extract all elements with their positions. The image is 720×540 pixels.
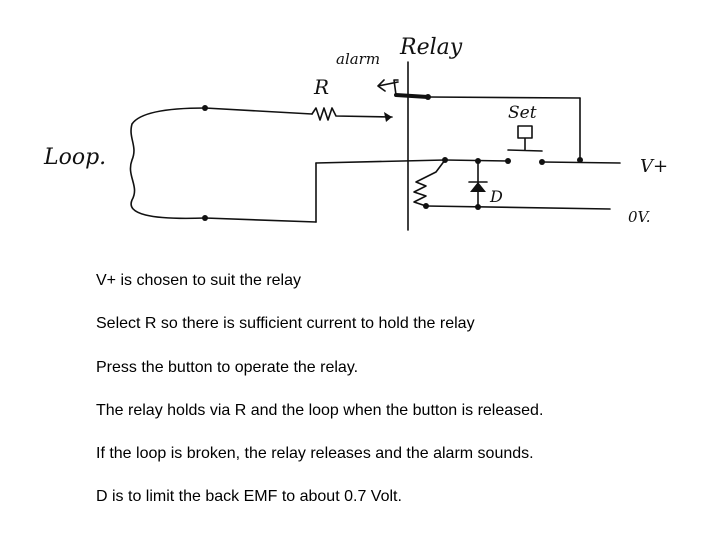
loop-label: Loop.: [43, 145, 106, 170]
diode-triangle: [470, 182, 486, 192]
alarm-label: alarm: [336, 50, 380, 68]
diode-bottom-junction: [475, 204, 481, 210]
relay-circuit-diagram: Relay alarm R Set Loop. D V+ 0V.: [43, 35, 668, 231]
note-loop-broken: If the loop is broken, the relay release…: [96, 445, 534, 463]
loop-top-wire: [204, 107, 313, 115]
vplus-label: V+: [640, 156, 668, 177]
set-button-label: Set: [508, 103, 537, 123]
zerov-rail: [425, 205, 611, 210]
explanation-notes: V+ is chosen to suit the relay Select R …: [96, 270, 696, 530]
loop-bottom-terminal: [202, 215, 208, 221]
coil-top-wire: [315, 159, 446, 164]
button-right-terminal: [539, 159, 545, 165]
loop-top-terminal: [202, 105, 208, 111]
note-press-button: Press the button to operate the relay.: [96, 358, 359, 376]
note-vplus: V+ is chosen to suit the relay: [96, 272, 301, 289]
resistor-symbol: [311, 107, 393, 121]
note-select-r: Select R so there is sufficient current …: [96, 315, 475, 333]
set-push-button: [507, 125, 543, 152]
relay-coil: [413, 159, 446, 207]
right-column-junction: [577, 157, 583, 163]
relay-contact-wire: [427, 96, 581, 99]
loop-bottom-wire: [204, 217, 317, 223]
note-relay-holds: The relay holds via R and the loop when …: [96, 401, 544, 419]
relay-label: Relay: [399, 35, 463, 60]
relay-contact-armature: [394, 93, 430, 99]
relay-contact-terminal: [425, 94, 431, 100]
loop-wire: [129, 107, 206, 220]
resistor-arrow: [384, 112, 392, 122]
diode-label: D: [489, 187, 503, 206]
note-diode: D is to limit the back EMF to about 0.7 …: [96, 488, 402, 506]
relay-contact-arm: [393, 79, 399, 96]
coil-bottom-junction: [423, 203, 429, 209]
button-left-terminal: [505, 158, 511, 164]
diode-top-junction: [475, 158, 481, 164]
resistor-label: R: [313, 75, 329, 99]
coil-top-junction: [442, 157, 448, 163]
zerov-label: 0V.: [628, 208, 651, 226]
